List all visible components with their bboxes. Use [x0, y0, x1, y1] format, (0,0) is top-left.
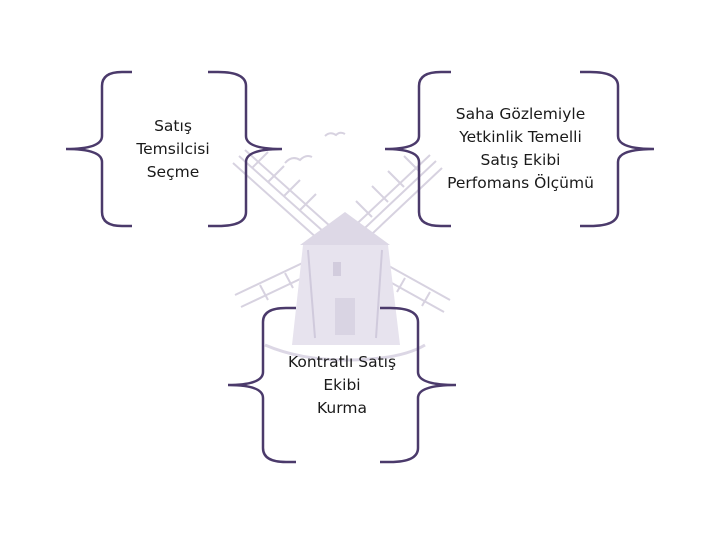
- box-line: Satış: [154, 116, 192, 135]
- box-label: Saha Gözlemiyle Yetkinlik Temelli Satış …: [423, 70, 618, 228]
- box-line: Kurma: [317, 398, 367, 417]
- box-line: Perfomans Ölçümü: [447, 174, 594, 192]
- right-brace: [380, 306, 457, 464]
- brace-pair: [65, 70, 283, 228]
- box-line: Saha Gözlemiyle: [455, 105, 586, 123]
- box-line: Yetkinlik Temelli: [459, 128, 582, 146]
- box-line: Ekibi: [323, 375, 361, 394]
- brace-pair: [227, 306, 457, 464]
- right-brace: [580, 70, 655, 228]
- birds-icon: [284, 131, 346, 164]
- right-brace: [208, 70, 283, 228]
- box-kontratli-satis: Kontratlı Satış Ekibi Kurma: [226, 306, 458, 464]
- box-label: Satış Temsilcisi Seçme: [64, 70, 282, 228]
- box-line: Kontratlı Satış: [287, 352, 397, 371]
- windmill-blade-top-left: [232, 149, 341, 249]
- left-brace: [384, 70, 451, 228]
- box-satis-temsilcisi-secme: Satış Temsilcisi Seçme: [64, 70, 283, 228]
- box-line: Seçme: [146, 162, 200, 181]
- box-label: Kontratlı Satış Ekibi Kurma: [264, 306, 420, 464]
- box-saha-gozlemiyle: Saha Gözlemiyle Yetkinlik Temelli Satış …: [383, 70, 656, 228]
- windmill-tower: [264, 212, 426, 362]
- box-line: Temsilcisi: [136, 139, 210, 158]
- left-brace: [227, 306, 296, 464]
- brace-pair: [384, 70, 655, 228]
- box-line: Satış Ekibi: [480, 151, 561, 169]
- left-brace: [65, 70, 132, 228]
